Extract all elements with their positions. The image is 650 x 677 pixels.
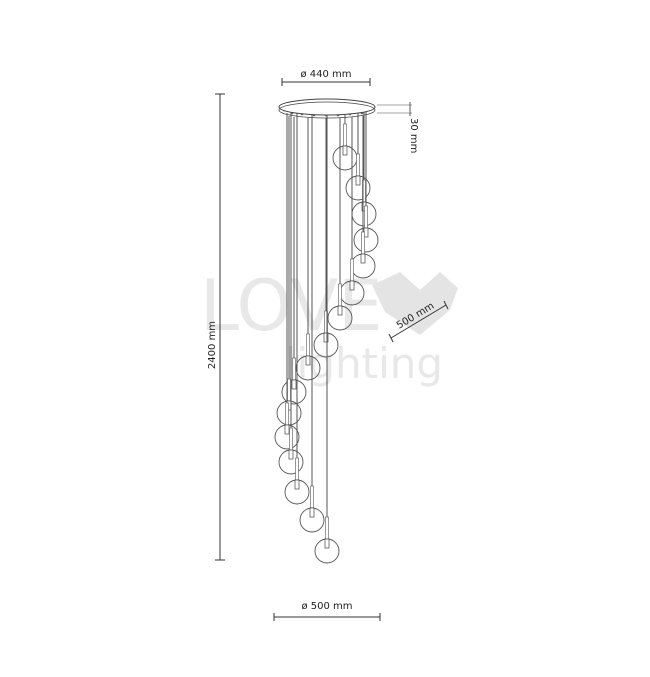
bulb-holder (294, 479, 300, 490)
bulb-holder (323, 332, 329, 343)
pendant-rod (364, 205, 368, 229)
bulb-holder (305, 355, 311, 366)
pendant-rod (338, 283, 342, 307)
dimension-canopy-height: 30 mm (377, 102, 419, 153)
watermark-heart-icon (372, 272, 458, 335)
pendant-rod (295, 457, 299, 481)
canopy-diameter-label: ø 440 mm (300, 69, 351, 80)
spread-diameter-label: ø 500 mm (301, 601, 352, 612)
pendant-rod (361, 231, 365, 255)
pendant-rod (285, 402, 289, 426)
bulb-holder (360, 253, 366, 264)
canopy (278, 98, 376, 119)
pendant-rod (292, 357, 296, 381)
total-height-label: 2400 mm (207, 321, 218, 369)
pendant-rod (343, 123, 347, 147)
pendant-rod (350, 258, 354, 282)
pendant-rod (310, 485, 314, 509)
bulb-holder (288, 449, 294, 460)
bulb-holder (355, 175, 361, 186)
pendant-rod (306, 333, 310, 357)
canopy-height-label: 30 mm (408, 118, 419, 153)
pendant-rod (287, 378, 291, 402)
bulb-holder (324, 538, 330, 549)
watermark-logo: LOVE lighting (200, 265, 458, 388)
pendant-rod (289, 427, 293, 451)
bulb-holder (342, 145, 348, 156)
bulb-holder (284, 424, 290, 435)
dimension-spread-diameter: ø 500 mm (273, 601, 381, 621)
dimension-canopy-diameter: ø 440 mm (281, 69, 371, 86)
bulb-holder (309, 507, 315, 518)
bulb-holder (291, 379, 297, 390)
pendant-rod (356, 153, 360, 177)
bulb-holder (349, 280, 355, 291)
dimension-total-height: 2400 mm (207, 93, 225, 561)
pendants (274, 99, 379, 564)
pendant-rod (325, 516, 329, 540)
bulb-holder (337, 305, 343, 316)
